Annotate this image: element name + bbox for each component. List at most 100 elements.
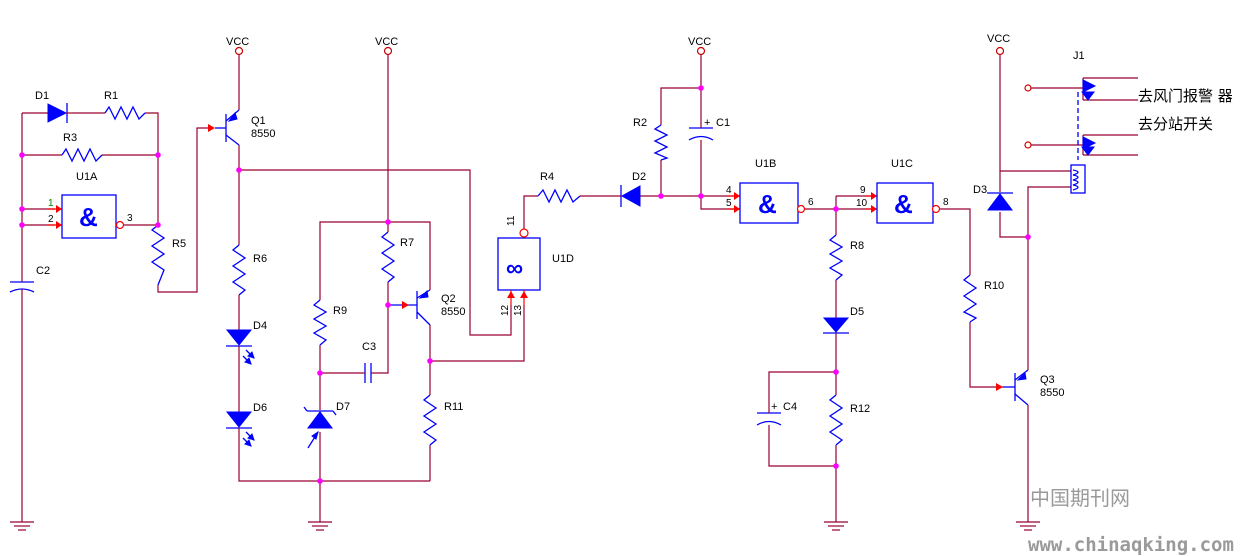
vcc-label-q1: VCC (226, 36, 249, 48)
label-r2: R2 (633, 117, 647, 129)
resistors: R1 R3 R5 R6 R7 R9 R11 R4 R2 R8 R12 R10 (61, 90, 1004, 446)
diode-d7 (303, 406, 337, 449)
label-r1: R1 (104, 90, 118, 102)
relay-contact-switch (1024, 136, 1097, 156)
led-d4 (225, 329, 255, 365)
u1b-and-symbol: & (758, 189, 777, 219)
resistor-r9 (312, 299, 328, 346)
resistor-r6 (231, 244, 247, 296)
part-q2: 8550 (441, 306, 465, 318)
u1b-pin-5: 5 (726, 198, 732, 209)
transistor-q1 (208, 109, 240, 146)
capacitor-c3 (362, 363, 372, 383)
label-d1: D1 (35, 90, 49, 102)
u1a-pin-1: 1 (48, 198, 54, 209)
relay-j1 (1024, 79, 1097, 194)
label-q3: Q3 (1040, 374, 1055, 386)
label-r8: R8 (850, 240, 864, 252)
label-j1: J1 (1073, 50, 1085, 62)
label-u1d: U1D (552, 253, 574, 265)
watermark-cn: 中国期刊网 (1030, 486, 1130, 510)
resistor-r11 (422, 394, 438, 446)
u1c-and-symbol: & (894, 189, 913, 219)
u1c-pin-10: 10 (856, 198, 868, 209)
part-q1: 8550 (251, 128, 275, 140)
resistor-r8 (828, 234, 844, 281)
relay-output-switch: 去分站开关 (1138, 115, 1213, 133)
label-q2: Q2 (441, 293, 456, 305)
capacitor-c2 (9, 270, 35, 294)
label-r7: R7 (400, 237, 414, 249)
vcc-label-q2: VCC (375, 36, 398, 48)
resistor-r5 (150, 224, 166, 286)
resistor-r10 (962, 274, 978, 323)
label-q1: Q1 (251, 115, 266, 127)
label-r6: R6 (253, 253, 267, 265)
label-r5: R5 (172, 238, 186, 250)
u1d-pin-11: 11 (506, 215, 517, 226)
ground-d7 (308, 521, 332, 531)
led-d6 (225, 411, 255, 447)
u1c-pin-9: 9 (860, 185, 866, 196)
label-d5: D5 (850, 306, 864, 318)
label-r3: R3 (63, 132, 77, 144)
diode-d1 (47, 103, 72, 123)
vcc-terminals: VCC VCC VCC VCC (226, 33, 1010, 56)
u1a-and-symbol: & (79, 202, 98, 232)
u1b-pin-4: 4 (726, 185, 732, 196)
transistor-q2 (388, 289, 431, 326)
label-d6: D6 (253, 402, 267, 414)
transistors: Q1 8550 Q2 8550 Q3 8550 (208, 109, 1064, 406)
label-u1c: U1C (891, 158, 913, 170)
label-u1a: U1A (76, 171, 98, 183)
relay-output-alarm: 去风门报警 器 (1138, 87, 1233, 105)
diodes: D1 D2 D3 D5 D7 (35, 90, 1013, 449)
vcc-label-d3: VCC (987, 33, 1010, 45)
u1d-symbol: ∞ (506, 255, 523, 282)
junctions (19, 85, 1031, 484)
wires (21, 55, 1138, 522)
label-d4: D4 (253, 320, 267, 332)
u1b-pin-6: 6 (808, 197, 814, 208)
u1c-pin-8: 8 (943, 197, 949, 208)
resistor-r2 (653, 124, 669, 161)
label-c3: C3 (362, 341, 376, 353)
ground-symbols (10, 521, 1040, 531)
watermark-url: www.chinaqking.com (1028, 534, 1234, 556)
c4-plus: + (771, 401, 777, 413)
u1d-pin-12: 12 (500, 304, 511, 316)
label-r11: R11 (444, 401, 463, 413)
ground-q3 (1016, 521, 1040, 531)
gate-u1d: ∞ 11 12 13 (497, 215, 541, 316)
u1d-pin-13: 13 (513, 304, 524, 316)
diode-d5 (822, 317, 850, 340)
resistor-r12 (828, 394, 844, 446)
capacitors: C2 C3 + C1 + C4 (9, 117, 797, 426)
label-r10: R10 (984, 280, 1004, 292)
label-r12: R12 (850, 403, 870, 415)
resistor-r1 (104, 105, 146, 121)
u1a-pin-3: 3 (127, 213, 133, 224)
label-c2: C2 (36, 265, 50, 277)
label-c4: C4 (783, 401, 797, 413)
label-d3: D3 (973, 184, 987, 196)
transistor-q3 (996, 369, 1029, 406)
label-c1: C1 (716, 117, 730, 129)
logic-gates: & 1 2 3 U1A ∞ 11 12 13 U1D & (48, 158, 949, 316)
gate-u1c: & 9 10 8 (856, 182, 949, 224)
u1a-pin-2: 2 (48, 214, 54, 225)
diode-d3 (987, 192, 1013, 211)
relay-contact-alarm (1024, 79, 1097, 101)
resistor-r4 (537, 188, 581, 204)
ground-c2 (10, 521, 34, 531)
capacitor-c4: + (756, 401, 782, 426)
label-d2: D2 (632, 171, 646, 183)
label-r4: R4 (540, 171, 554, 183)
vcc-label-c1: VCC (688, 36, 711, 48)
part-q3: 8550 (1040, 387, 1064, 399)
label-u1b: U1B (755, 158, 776, 170)
capacitor-c1: + (688, 117, 714, 141)
resistor-r7 (380, 231, 396, 283)
diode-d2 (618, 185, 641, 207)
